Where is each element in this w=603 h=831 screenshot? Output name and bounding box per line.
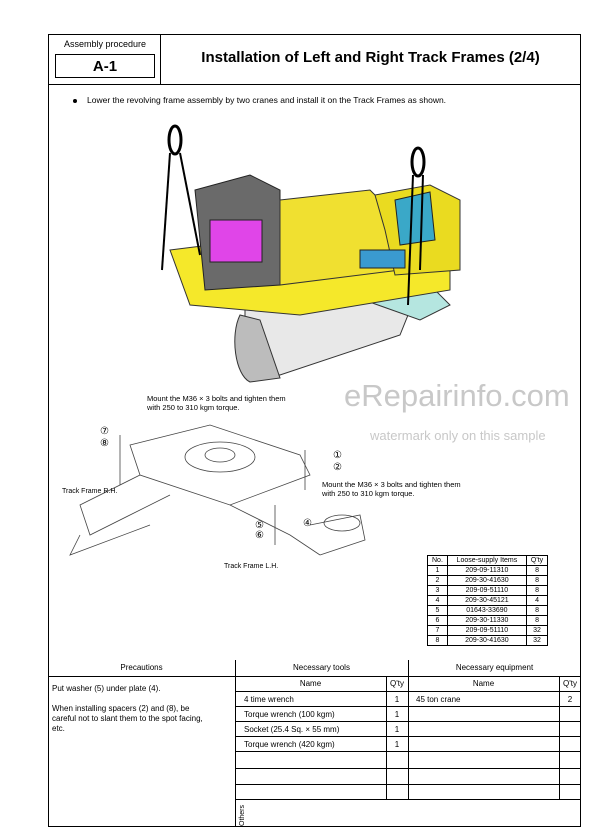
cell: 4 <box>525 595 549 606</box>
parts-col-item: Loose-supply Items <box>446 555 527 566</box>
divider <box>559 676 560 800</box>
callout-4: ④ <box>303 518 312 529</box>
bottom-section: Precautions Necessary tools Necessary eq… <box>48 660 581 827</box>
procedure-code: A-1 <box>55 54 155 78</box>
cell: 8 <box>427 635 448 646</box>
equipment-header: Necessary equipment <box>455 663 534 672</box>
cell: 3 <box>427 585 448 596</box>
cell: 209-09-51110 <box>446 625 527 636</box>
divider <box>408 660 409 800</box>
instruction: Lower the revolving frame assembly by tw… <box>73 95 446 105</box>
page-title: Installation of Left and Right Track Fra… <box>161 35 580 85</box>
equipment-qty: 2 <box>567 695 573 704</box>
divider <box>235 660 236 827</box>
callout-8: ⑧ <box>100 438 109 449</box>
others-label: Others <box>239 804 246 826</box>
cell: 01643-33690 <box>446 605 527 616</box>
tool-qty: 1 <box>394 725 400 734</box>
precautions-header: Precautions <box>120 663 163 672</box>
cell: 209-30-11330 <box>446 615 527 626</box>
torque-note-upper-line2: with 250 to 310 kgm torque. <box>147 403 240 412</box>
precaution-2-line2: careful not to slant them to the spot fa… <box>52 714 203 723</box>
precaution-2-line1: When installing spacers (2) and (8), be <box>52 704 190 713</box>
cell: 8 <box>525 585 549 596</box>
cell: 7 <box>427 625 448 636</box>
cell: 209-09-51110 <box>446 585 527 596</box>
tool-name: 4 time wrench <box>244 695 294 704</box>
cell: 32 <box>525 625 549 636</box>
cell: 8 <box>525 575 549 586</box>
excavator-illustration <box>161 124 461 383</box>
tool-name: Socket (25.4 Sq. × 55 mm) <box>244 725 340 734</box>
cell: 2 <box>427 575 448 586</box>
track-frame-drawing <box>69 424 366 556</box>
tools-qty-col: Q'ty <box>390 679 404 688</box>
callout-1: ① <box>333 450 342 461</box>
callout-5: ⑤ <box>255 520 264 531</box>
cell: 8 <box>525 565 549 576</box>
tools-header: Necessary tools <box>293 663 350 672</box>
cell: 8 <box>525 605 549 616</box>
cell: 209-30-45121 <box>446 595 527 606</box>
procedure-box: Assembly procedure A-1 <box>49 35 161 85</box>
cell: 1 <box>427 565 448 576</box>
parts-header-row: No. Loose-supply Items Q'ty <box>427 555 549 566</box>
cell: 6 <box>427 615 448 626</box>
tool-name: Torque wrench (100 kgm) <box>244 710 335 719</box>
torque-note-lower: Mount the M36 × 3 bolts and tighten them… <box>322 480 461 498</box>
tool-qty: 1 <box>394 695 400 704</box>
page-frame: Assembly procedure A-1 Installation of L… <box>48 34 581 827</box>
parts-col-qty: Q'ty <box>525 555 549 566</box>
divider <box>48 676 581 677</box>
precaution-2-line3: etc. <box>52 724 65 733</box>
procedure-label: Assembly procedure <box>63 39 147 49</box>
tool-name: Torque wrench (420 kgm) <box>244 740 335 749</box>
torque-note-upper-line1: Mount the M36 × 3 bolts and tighten them <box>147 394 286 403</box>
label-track-lh: Track Frame L.H. <box>224 563 279 570</box>
divider <box>386 676 387 800</box>
cell: 209-30-41630 <box>446 635 527 646</box>
tool-qty: 1 <box>394 740 400 749</box>
parts-col-no: No. <box>427 555 448 566</box>
tools-name-col: Name <box>299 679 322 688</box>
instruction-text: Lower the revolving frame assembly by tw… <box>87 95 447 105</box>
callout-2: ② <box>333 462 342 473</box>
equipment-name-col: Name <box>472 679 495 688</box>
cell: 209-09-11310 <box>446 565 527 576</box>
torque-note-upper: Mount the M36 × 3 bolts and tighten them… <box>147 394 286 412</box>
equipment-qty-col: Q'ty <box>563 679 577 688</box>
tool-qty: 1 <box>394 710 400 719</box>
bullet-icon <box>73 98 77 103</box>
callout-6: ⑥ <box>255 530 264 541</box>
equipment-name: 45 ton crane <box>416 695 461 704</box>
precaution-1: Put washer (5) under plate (4). <box>52 684 161 693</box>
precaution-2: When installing spacers (2) and (8), be … <box>52 704 203 734</box>
callout-7: ⑦ <box>100 426 109 437</box>
cell: 209-30-41630 <box>446 575 527 586</box>
watermark-note: watermark only on this sample <box>370 428 546 443</box>
torque-note-lower-line2: with 250 to 310 kgm torque. <box>322 489 415 498</box>
cell: 4 <box>427 595 448 606</box>
cell: 5 <box>427 605 448 616</box>
label-track-rh: Track Frame R.H. <box>62 488 118 495</box>
cell: 8 <box>525 615 549 626</box>
cell: 32 <box>525 635 549 646</box>
watermark-site: eRepairinfo.com <box>344 378 570 413</box>
torque-note-lower-line1: Mount the M36 × 3 bolts and tighten them <box>322 480 461 489</box>
